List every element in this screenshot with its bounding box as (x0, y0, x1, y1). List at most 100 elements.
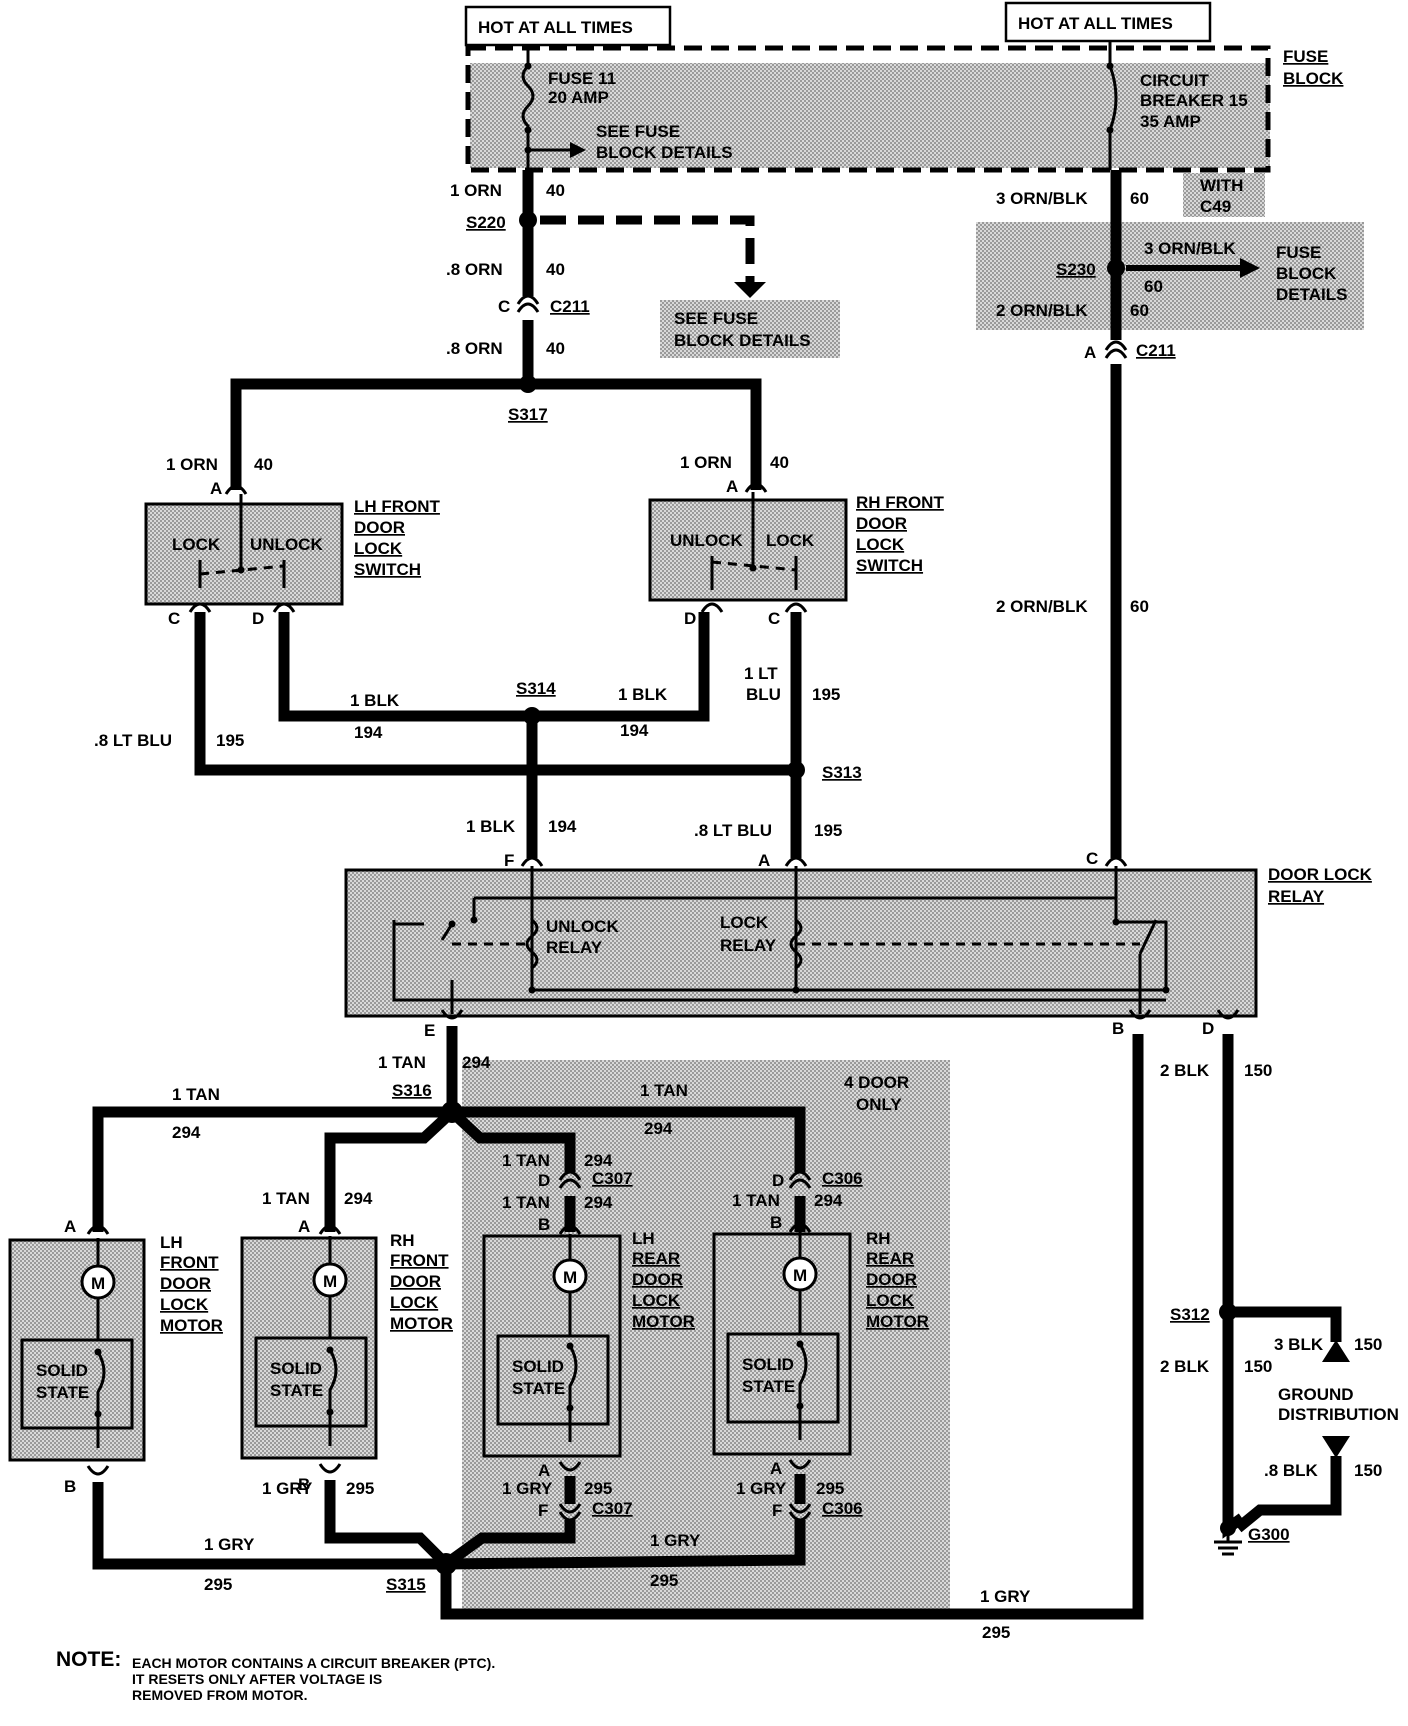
svg-text:LOCK: LOCK (160, 1295, 209, 1314)
svg-text:C307: C307 (592, 1169, 633, 1188)
svg-text:3 ORN/BLK: 3 ORN/BLK (1144, 239, 1236, 258)
footnote: NOTE: EACH MOTOR CONTAINS A CIRCUIT BREA… (56, 1648, 756, 1703)
hot-at-all-times-right (1004, 1, 1212, 43)
svg-text:MOTOR: MOTOR (866, 1312, 929, 1331)
svg-text:LOCK: LOCK (632, 1291, 681, 1310)
svg-text:195: 195 (814, 821, 842, 840)
svg-text:RELAY: RELAY (720, 936, 777, 955)
svg-text:1 TAN: 1 TAN (640, 1081, 688, 1100)
fuse-icon (521, 64, 535, 168)
svg-text:LH: LH (160, 1233, 183, 1252)
svg-text:MOTOR: MOTOR (632, 1312, 695, 1331)
svg-text:LOCK: LOCK (720, 913, 769, 932)
svg-text:SWITCH: SWITCH (856, 556, 923, 575)
svg-text:STATE: STATE (36, 1383, 89, 1402)
svg-text:FRONT: FRONT (160, 1253, 219, 1272)
svg-text:.8 LT BLU: .8 LT BLU (694, 821, 772, 840)
svg-text:D: D (684, 609, 696, 628)
svg-text:A: A (770, 1459, 782, 1478)
svg-text:C: C (168, 609, 180, 628)
svg-text:LH: LH (632, 1229, 655, 1248)
svg-text:DOOR LOCK: DOOR LOCK (1268, 865, 1373, 884)
svg-text:M: M (91, 1274, 105, 1293)
svg-text:RH FRONT: RH FRONT (856, 493, 944, 512)
svg-text:C: C (498, 297, 510, 316)
svg-text:294: 294 (344, 1189, 373, 1208)
svg-text:195: 195 (812, 685, 840, 704)
svg-text:DOOR: DOOR (160, 1274, 211, 1293)
svg-text:294: 294 (584, 1193, 613, 1212)
svg-text:60: 60 (1130, 597, 1149, 616)
svg-text:M: M (563, 1268, 577, 1287)
splice-s220 (519, 211, 537, 229)
svg-text:BLU: BLU (746, 685, 781, 704)
svg-text:S314: S314 (516, 679, 556, 698)
svg-text:C306: C306 (822, 1169, 863, 1188)
svg-text:195: 195 (216, 731, 244, 750)
note-line-2: IT RESETS ONLY AFTER VOLTAGE IS (132, 1671, 383, 1687)
svg-text:BLOCK: BLOCK (1276, 264, 1337, 283)
svg-text:295: 295 (346, 1479, 374, 1498)
svg-text:DOOR: DOOR (866, 1270, 917, 1289)
note-line-3: REMOVED FROM MOTOR. (132, 1687, 308, 1703)
svg-text:40: 40 (546, 181, 565, 200)
svg-text:M: M (323, 1272, 337, 1291)
see-fuse-detail-1b: BLOCK DETAILS (596, 143, 733, 162)
svg-text:1 BLK: 1 BLK (350, 691, 400, 710)
svg-text:1 GRY: 1 GRY (204, 1535, 255, 1554)
svg-text:295: 295 (816, 1479, 844, 1498)
svg-text:1 TAN: 1 TAN (502, 1151, 550, 1170)
fuse-block: HOT AT ALL TIMES HOT AT ALL TIMES FUSE B… (464, 1, 1344, 173)
svg-text:UNLOCK: UNLOCK (250, 535, 323, 554)
rh-front-door-lock-motor: 1 TAN 294 A M SOLID STATE RH FRONT DOOR … (240, 1189, 453, 1494)
lh-front-door-lock-switch: 1 ORN 40 A LOCK UNLOCK LH FRONT DOOR LOC… (144, 455, 441, 628)
svg-text:A: A (758, 851, 770, 870)
svg-text:295: 295 (650, 1571, 678, 1590)
connector-c211-left (516, 302, 540, 313)
svg-text:FUSE: FUSE (1276, 243, 1321, 262)
svg-text:150: 150 (1244, 1357, 1272, 1376)
gray-return: S315 1 GRY 295 1 GRY 295 1 GRY 295 1 GRY… (92, 1034, 1144, 1642)
svg-text:1 ORN: 1 ORN (166, 455, 218, 474)
svg-text:SOLID: SOLID (742, 1355, 794, 1374)
svg-text:SOLID: SOLID (270, 1359, 322, 1378)
svg-text:1 TAN: 1 TAN (732, 1191, 780, 1210)
svg-text:1 TAN: 1 TAN (502, 1193, 550, 1212)
svg-text:SOLID: SOLID (512, 1357, 564, 1376)
svg-text:40: 40 (546, 260, 565, 279)
svg-text:D: D (1202, 1019, 1214, 1038)
svg-text:60: 60 (1130, 189, 1149, 208)
svg-text:F: F (504, 851, 514, 870)
svg-text:C49: C49 (1200, 197, 1231, 216)
svg-text:S317: S317 (508, 405, 548, 424)
svg-text:RELAY: RELAY (1268, 887, 1325, 906)
fuse11-rating: 20 AMP (548, 88, 609, 107)
note-label: NOTE: (56, 1648, 122, 1671)
svg-text:1 LT: 1 LT (744, 664, 778, 683)
svg-text:194: 194 (548, 817, 577, 836)
svg-text:1 GRY: 1 GRY (262, 1479, 313, 1498)
svg-text:3 ORN/BLK: 3 ORN/BLK (996, 189, 1088, 208)
svg-text:D: D (538, 1171, 550, 1190)
fuse-block-outline (465, 45, 1271, 173)
svg-text:2 ORN/BLK: 2 ORN/BLK (996, 301, 1088, 320)
svg-text:REAR: REAR (866, 1249, 914, 1268)
svg-text:3 BLK: 3 BLK (1274, 1335, 1324, 1354)
svg-text:B: B (1112, 1019, 1124, 1038)
svg-text:REAR: REAR (632, 1249, 680, 1268)
svg-text:M: M (793, 1266, 807, 1285)
svg-text:150: 150 (1354, 1335, 1382, 1354)
svg-text:B: B (298, 1475, 310, 1494)
ground-distribution-arrow-down (1322, 1436, 1350, 1458)
svg-text:1 GRY: 1 GRY (502, 1479, 553, 1498)
svg-text:MOTOR: MOTOR (160, 1316, 223, 1335)
svg-text:RH: RH (866, 1229, 891, 1248)
svg-text:DOOR: DOOR (632, 1270, 683, 1289)
svg-text:194: 194 (620, 721, 649, 740)
svg-text:LH FRONT: LH FRONT (354, 497, 441, 516)
svg-text:A: A (726, 477, 738, 496)
svg-text:LOCK: LOCK (390, 1293, 439, 1312)
ground-icon (1214, 1520, 1242, 1556)
svg-text:S313: S313 (822, 763, 862, 782)
breaker-label-1: CIRCUIT (1140, 71, 1210, 90)
